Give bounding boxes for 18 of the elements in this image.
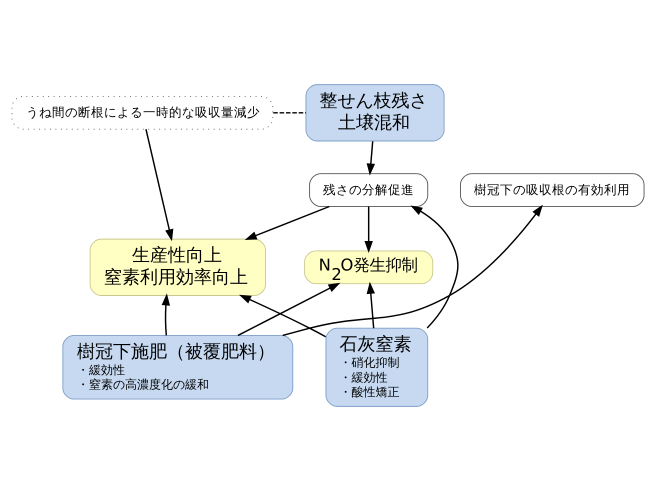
connector — [273, 112, 306, 114]
arrow — [162, 293, 170, 336]
node-box: 樹冠下の吸収根の有効利用 — [460, 173, 644, 207]
arrow — [282, 204, 543, 336]
arrow — [238, 282, 340, 336]
arrow — [366, 141, 376, 176]
arrow — [410, 205, 459, 329]
node-box: うね間の断根による一時的な吸収量減少 — [12, 96, 274, 130]
arrow — [364, 206, 373, 253]
node-box: 残さの分解促進 — [309, 173, 428, 207]
node-box: 石灰窒素 ・硝化抑制 ・緩効性 ・酸性矯正 — [326, 328, 428, 407]
arrow — [244, 206, 330, 240]
arrow — [239, 294, 326, 338]
arrow — [145, 129, 174, 242]
node-box: 樹冠下施肥（被覆肥料） ・緩効性 ・窒素の高濃度化の緩和 — [62, 335, 294, 400]
arrow — [366, 282, 375, 328]
node-box: 生産性向上 窒素利用効率向上 — [90, 238, 266, 296]
node-box: 整せん枝残さ 土壌混和 — [306, 84, 445, 142]
